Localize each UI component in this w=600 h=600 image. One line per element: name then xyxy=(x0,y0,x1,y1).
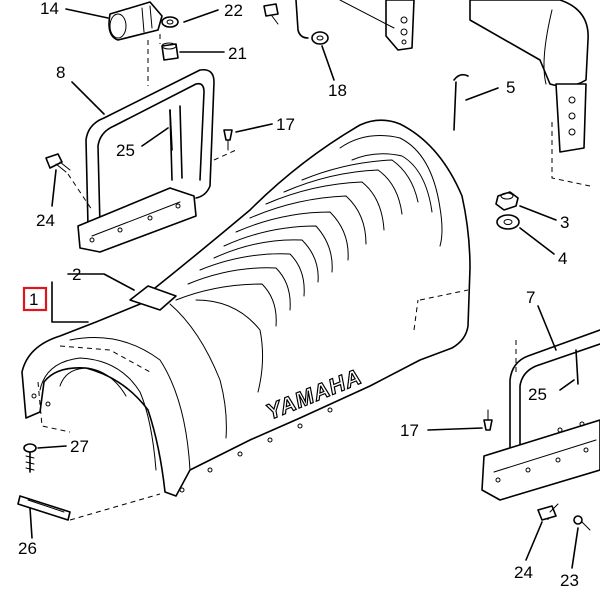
callout-17-upper[interactable]: 17 xyxy=(276,115,295,134)
callout-labels: 1 2 3 4 5 7 8 14 17 17 18 21 22 23 24 24… xyxy=(18,0,579,590)
rod-part-5 xyxy=(453,73,469,131)
callout-23[interactable]: 23 xyxy=(560,571,579,590)
callout-26[interactable]: 26 xyxy=(18,539,37,558)
top-center-hardware xyxy=(263,0,415,51)
callout-1[interactable]: 1 xyxy=(29,290,38,309)
top-left-hardware xyxy=(108,1,179,61)
callout-5[interactable]: 5 xyxy=(506,78,515,97)
callout-24-right[interactable]: 24 xyxy=(514,563,533,582)
callout-4[interactable]: 4 xyxy=(558,249,567,268)
callout-27[interactable]: 27 xyxy=(70,437,89,456)
leader-lines xyxy=(29,8,579,569)
washer-part-4 xyxy=(496,214,520,230)
left-grab-rail-bracket xyxy=(67,40,237,253)
seat-mounting-holes xyxy=(31,393,333,493)
callout-25-upper[interactable]: 25 xyxy=(116,141,135,160)
callout-14[interactable]: 14 xyxy=(40,0,59,18)
clip-part-26 xyxy=(17,493,161,521)
flange-bolt-right xyxy=(537,503,559,521)
nut-part-3 xyxy=(495,191,519,211)
screw-part-27 xyxy=(23,443,37,473)
right-grab-rail-bracket xyxy=(481,329,600,520)
seat-pleats xyxy=(175,159,419,393)
callout-7[interactable]: 7 xyxy=(526,288,535,307)
seat-assembly: YAMAHA xyxy=(21,119,471,497)
callout-3[interactable]: 3 xyxy=(560,213,569,232)
rivet-lower xyxy=(483,409,493,431)
bolt-part-23 xyxy=(573,515,591,531)
callout-18[interactable]: 18 xyxy=(328,81,347,100)
pin-upper xyxy=(169,109,173,151)
callout-22[interactable]: 22 xyxy=(224,1,243,20)
callout-2[interactable]: 2 xyxy=(72,265,81,284)
callout-24-left[interactable]: 24 xyxy=(36,211,55,230)
rear-backrest-pad xyxy=(469,0,591,187)
callout-8[interactable]: 8 xyxy=(56,63,65,82)
callout-17-lower[interactable]: 17 xyxy=(400,421,419,440)
selected-part-highlight xyxy=(22,286,48,312)
callout-25-lower[interactable]: 25 xyxy=(528,385,547,404)
callout-21[interactable]: 21 xyxy=(228,44,247,63)
rivet-upper xyxy=(223,129,233,151)
flange-bolt-left xyxy=(45,153,71,173)
